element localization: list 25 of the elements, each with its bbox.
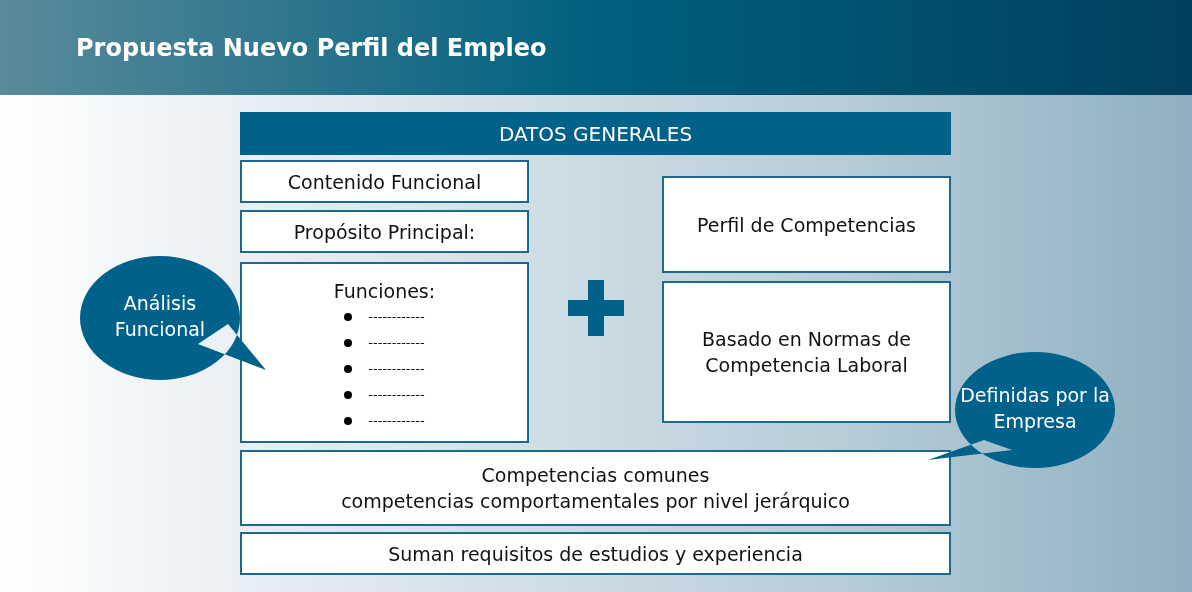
placeholder-text: ------------ <box>368 386 425 404</box>
bubble-text: Definidas por la Empresa <box>959 383 1111 434</box>
placeholder-text: ------------ <box>368 412 425 430</box>
text-box <box>240 262 529 443</box>
box-text: Contenido Funcional <box>287 169 482 195</box>
bubble-text: Análisis Funcional <box>113 291 207 342</box>
box-text: Suman requisitos de estudios y experiencia <box>388 541 803 567</box>
header-text: DATOS GENERALES <box>498 120 693 147</box>
text-box <box>240 532 951 575</box>
box-text: Propósito Principal: <box>293 219 476 245</box>
text-box <box>240 160 529 203</box>
box-text: Competencias comunes <box>481 463 710 488</box>
text-box <box>662 176 951 273</box>
placeholder-text: ------------ <box>368 334 425 352</box>
placeholder-text: ------------ <box>368 360 425 378</box>
box-text: Basado en Normas de Competencia Laboral <box>701 327 912 378</box>
box-text: competencias comportamentales por nivel jerárquico <box>341 489 850 514</box>
text-box <box>662 281 951 423</box>
title-text: Propuesta Nuevo Perfil del Empleo <box>76 34 547 62</box>
text-box <box>240 450 951 526</box>
box-text: Funciones: <box>333 279 436 304</box>
placeholder-text: ------------ <box>368 308 425 326</box>
box-text: Perfil de Competencias <box>697 212 916 238</box>
text-box <box>240 210 529 253</box>
section-header-bar <box>240 112 951 155</box>
